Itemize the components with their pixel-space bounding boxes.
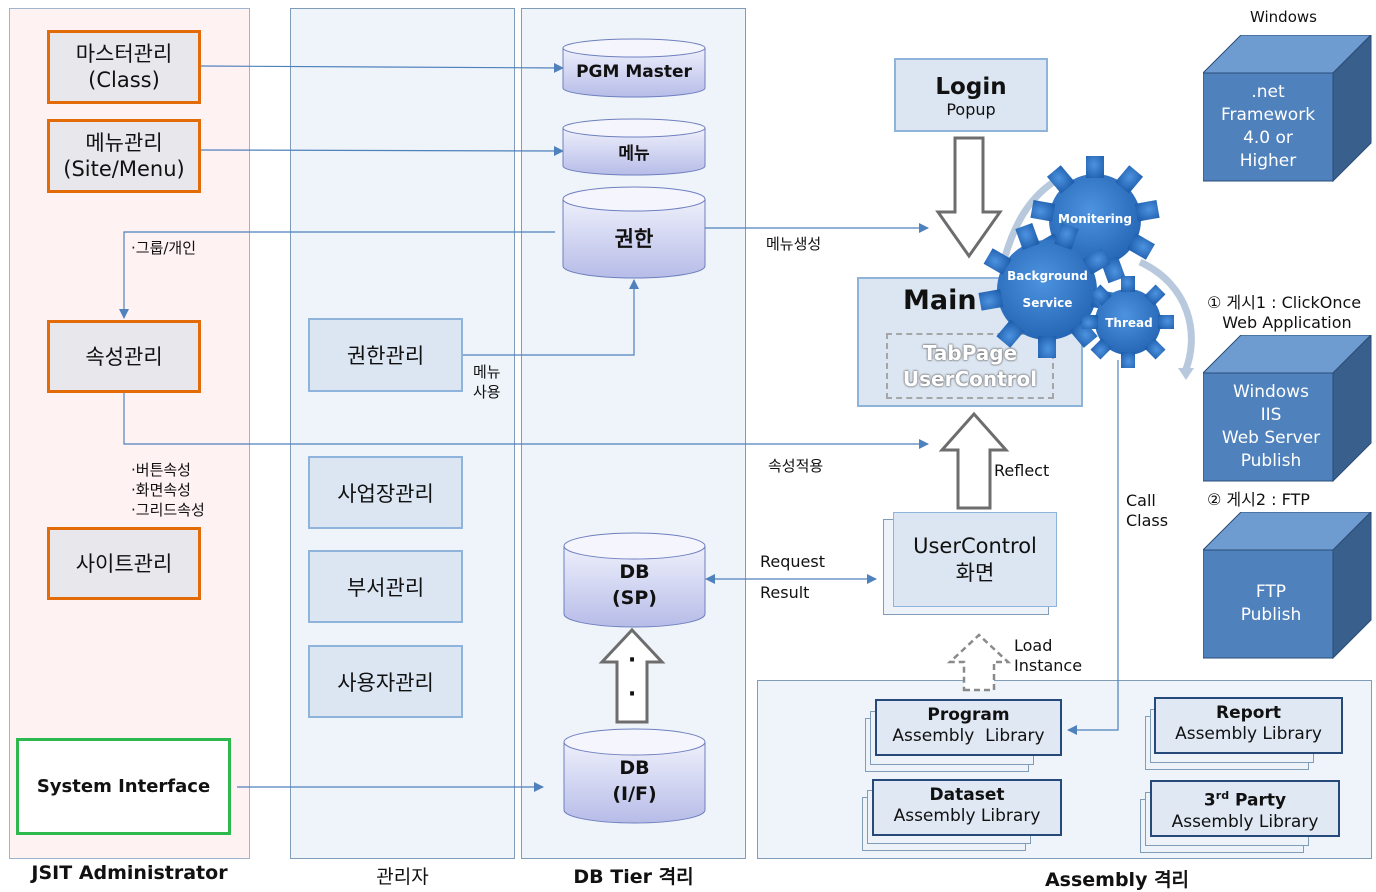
monitoring-gear-label: Monitering xyxy=(1058,212,1132,226)
auth-db: 권한 xyxy=(562,186,706,280)
report-library-card[interactable]: Report Assembly Library xyxy=(1154,697,1343,754)
ftp-cube-label: FTP Publish xyxy=(1240,582,1302,625)
iis-cube-shape xyxy=(1203,335,1372,482)
windows-label: Windows xyxy=(1250,8,1317,26)
request-label: Request xyxy=(760,552,825,571)
arrow-authmgr-to-auth xyxy=(463,279,639,356)
call-class-label: Call Class xyxy=(1126,491,1169,530)
site-management-box[interactable]: 사이트관리 xyxy=(47,527,201,600)
thread-gear-label: Thread xyxy=(1105,316,1153,330)
dbtier-panel-title: DB Tier 격리 xyxy=(573,866,694,888)
system-interface-box[interactable]: System Interface xyxy=(16,738,231,835)
master-management-box[interactable]: 마스터관리 (Class) xyxy=(47,30,201,104)
thirdparty-library-sub: Assembly Library xyxy=(1171,811,1319,832)
thirdparty-sup: rd xyxy=(1215,789,1230,802)
iis-cube-label: Windows IIS Web Server Publish xyxy=(1221,382,1321,471)
attribute-management-box[interactable]: 속성관리 xyxy=(47,320,201,393)
menu-use-note: 메뉴 사용 xyxy=(473,363,501,401)
gear-cluster xyxy=(978,156,1174,368)
reflect-arrow xyxy=(938,411,1010,510)
login-popup-box[interactable]: Login Popup xyxy=(894,58,1048,132)
arrow-master-to-pgm xyxy=(200,62,564,73)
admin-panel-title: JSIT Administrator xyxy=(31,862,228,884)
thirdparty-library-title: 3rd Party xyxy=(1152,785,1338,812)
dataset-library-sub: Assembly Library xyxy=(893,806,1041,826)
manager-panel-title: 관리자 xyxy=(376,866,429,888)
menu-db: 메뉴 xyxy=(562,118,706,176)
framework-cube-label: .net Framework 4.0 or Higher xyxy=(1220,82,1316,171)
group-personal-note: ·그룹/개인 xyxy=(131,239,197,257)
thirdparty-prefix: 3 xyxy=(1203,790,1216,811)
attribute-apply-label: 속성적용 xyxy=(768,457,824,475)
db-if-label: DB (I/F) xyxy=(612,757,657,805)
department-management-box[interactable]: 부서관리 xyxy=(308,550,463,623)
ftp-cube-shape xyxy=(1203,512,1372,659)
attribute-types-note: ·버튼속성 ·화면속성 ·그리드속성 xyxy=(131,461,205,519)
login-subtitle: Popup xyxy=(946,100,996,119)
program-library-card[interactable]: Program Assembly Library xyxy=(875,699,1062,756)
program-library-title: Program xyxy=(927,705,1010,725)
arrow-auth-to-attr xyxy=(119,231,555,319)
auth-db-label: 권한 xyxy=(614,227,654,251)
load-instance-label: Load Instance xyxy=(1014,636,1083,675)
dataset-library-card[interactable]: Dataset Assembly Library xyxy=(872,779,1062,836)
db-if: DB (I/F) xyxy=(563,728,706,824)
usercontrol-screen-box[interactable]: UserControl 화면 xyxy=(893,512,1057,607)
report-library-sub: Assembly Library xyxy=(1175,724,1322,744)
background-gear-label: Background xyxy=(1007,269,1088,283)
thirdparty-library-card[interactable]: 3rd Party Assembly Library xyxy=(1150,780,1340,837)
login-title: Login xyxy=(935,74,1007,100)
menu-db-label: 메뉴 xyxy=(618,143,650,164)
assembly-panel-title: Assembly 격리 xyxy=(1044,869,1190,891)
user-management-box[interactable]: 사용자관리 xyxy=(308,645,463,718)
report-library-title: Report xyxy=(1216,703,1281,723)
gear-curve-right xyxy=(1138,258,1195,374)
login-to-main-arrow xyxy=(935,136,1003,259)
db-sp-label: DB (SP) xyxy=(612,561,657,609)
menu-create-label: 메뉴생성 xyxy=(766,235,822,253)
arrow-attr-to-main xyxy=(123,392,929,449)
db-up-arrow xyxy=(598,627,666,724)
auth-management-box[interactable]: 권한관리 xyxy=(308,318,463,392)
deploy2-label: ② 게시2 : FTP xyxy=(1207,490,1310,509)
program-library-sub: Assembly Library xyxy=(892,726,1045,746)
deploy1-label: ① 게시1 : ClickOnce Web Application xyxy=(1207,293,1362,332)
db-sp: DB (SP) xyxy=(563,532,706,628)
menu-management-box[interactable]: 메뉴관리 (Site/Menu) xyxy=(47,119,201,193)
pgm-master-db: PGM Master xyxy=(562,38,706,98)
arrow-thread-to-program xyxy=(1067,360,1119,735)
framework-cube-shape xyxy=(1203,35,1372,182)
dataset-library-title: Dataset xyxy=(929,785,1005,805)
pgm-master-db-label: PGM Master xyxy=(576,62,692,82)
result-label: Result xyxy=(760,583,810,602)
load-instance-arrow xyxy=(946,633,1012,692)
reflect-label: Reflect xyxy=(994,461,1050,480)
thread-gear xyxy=(1082,276,1174,368)
arrow-menu-to-menu-db xyxy=(200,145,564,156)
db-dot-lower: · xyxy=(627,682,637,707)
thirdparty-title-text: Party xyxy=(1229,790,1287,811)
business-management-box[interactable]: 사업장관리 xyxy=(308,456,463,529)
tabpage-usercontrol-box: TabPage UserControl xyxy=(886,333,1054,399)
db-dot-upper: · xyxy=(627,648,637,673)
main-title: Main xyxy=(903,285,977,316)
service-gear-label: Service xyxy=(1022,296,1073,310)
